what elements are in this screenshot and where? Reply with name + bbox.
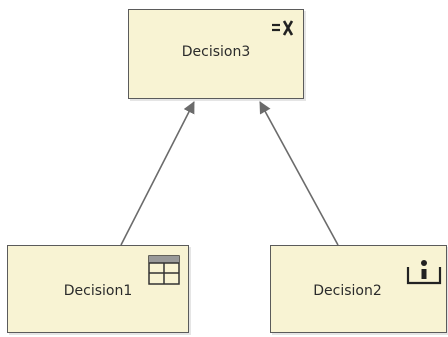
- decision2-label: Decision2: [313, 283, 382, 299]
- formula-icon: [272, 20, 294, 36]
- knowledge-model-icon: [406, 260, 442, 285]
- decision3-label: Decision3: [181, 44, 251, 60]
- decision2-node[interactable]: Decision2: [270, 245, 447, 333]
- edge-decision2-to-decision3[interactable]: [259, 101, 339, 246]
- decision1-label: Decision1: [63, 283, 133, 299]
- edge-decision1-to-decision3[interactable]: [120, 101, 195, 246]
- decision1-node[interactable]: Decision1: [7, 245, 189, 333]
- decision-table-icon: [148, 255, 180, 285]
- decision3-node[interactable]: Decision3: [128, 9, 304, 99]
